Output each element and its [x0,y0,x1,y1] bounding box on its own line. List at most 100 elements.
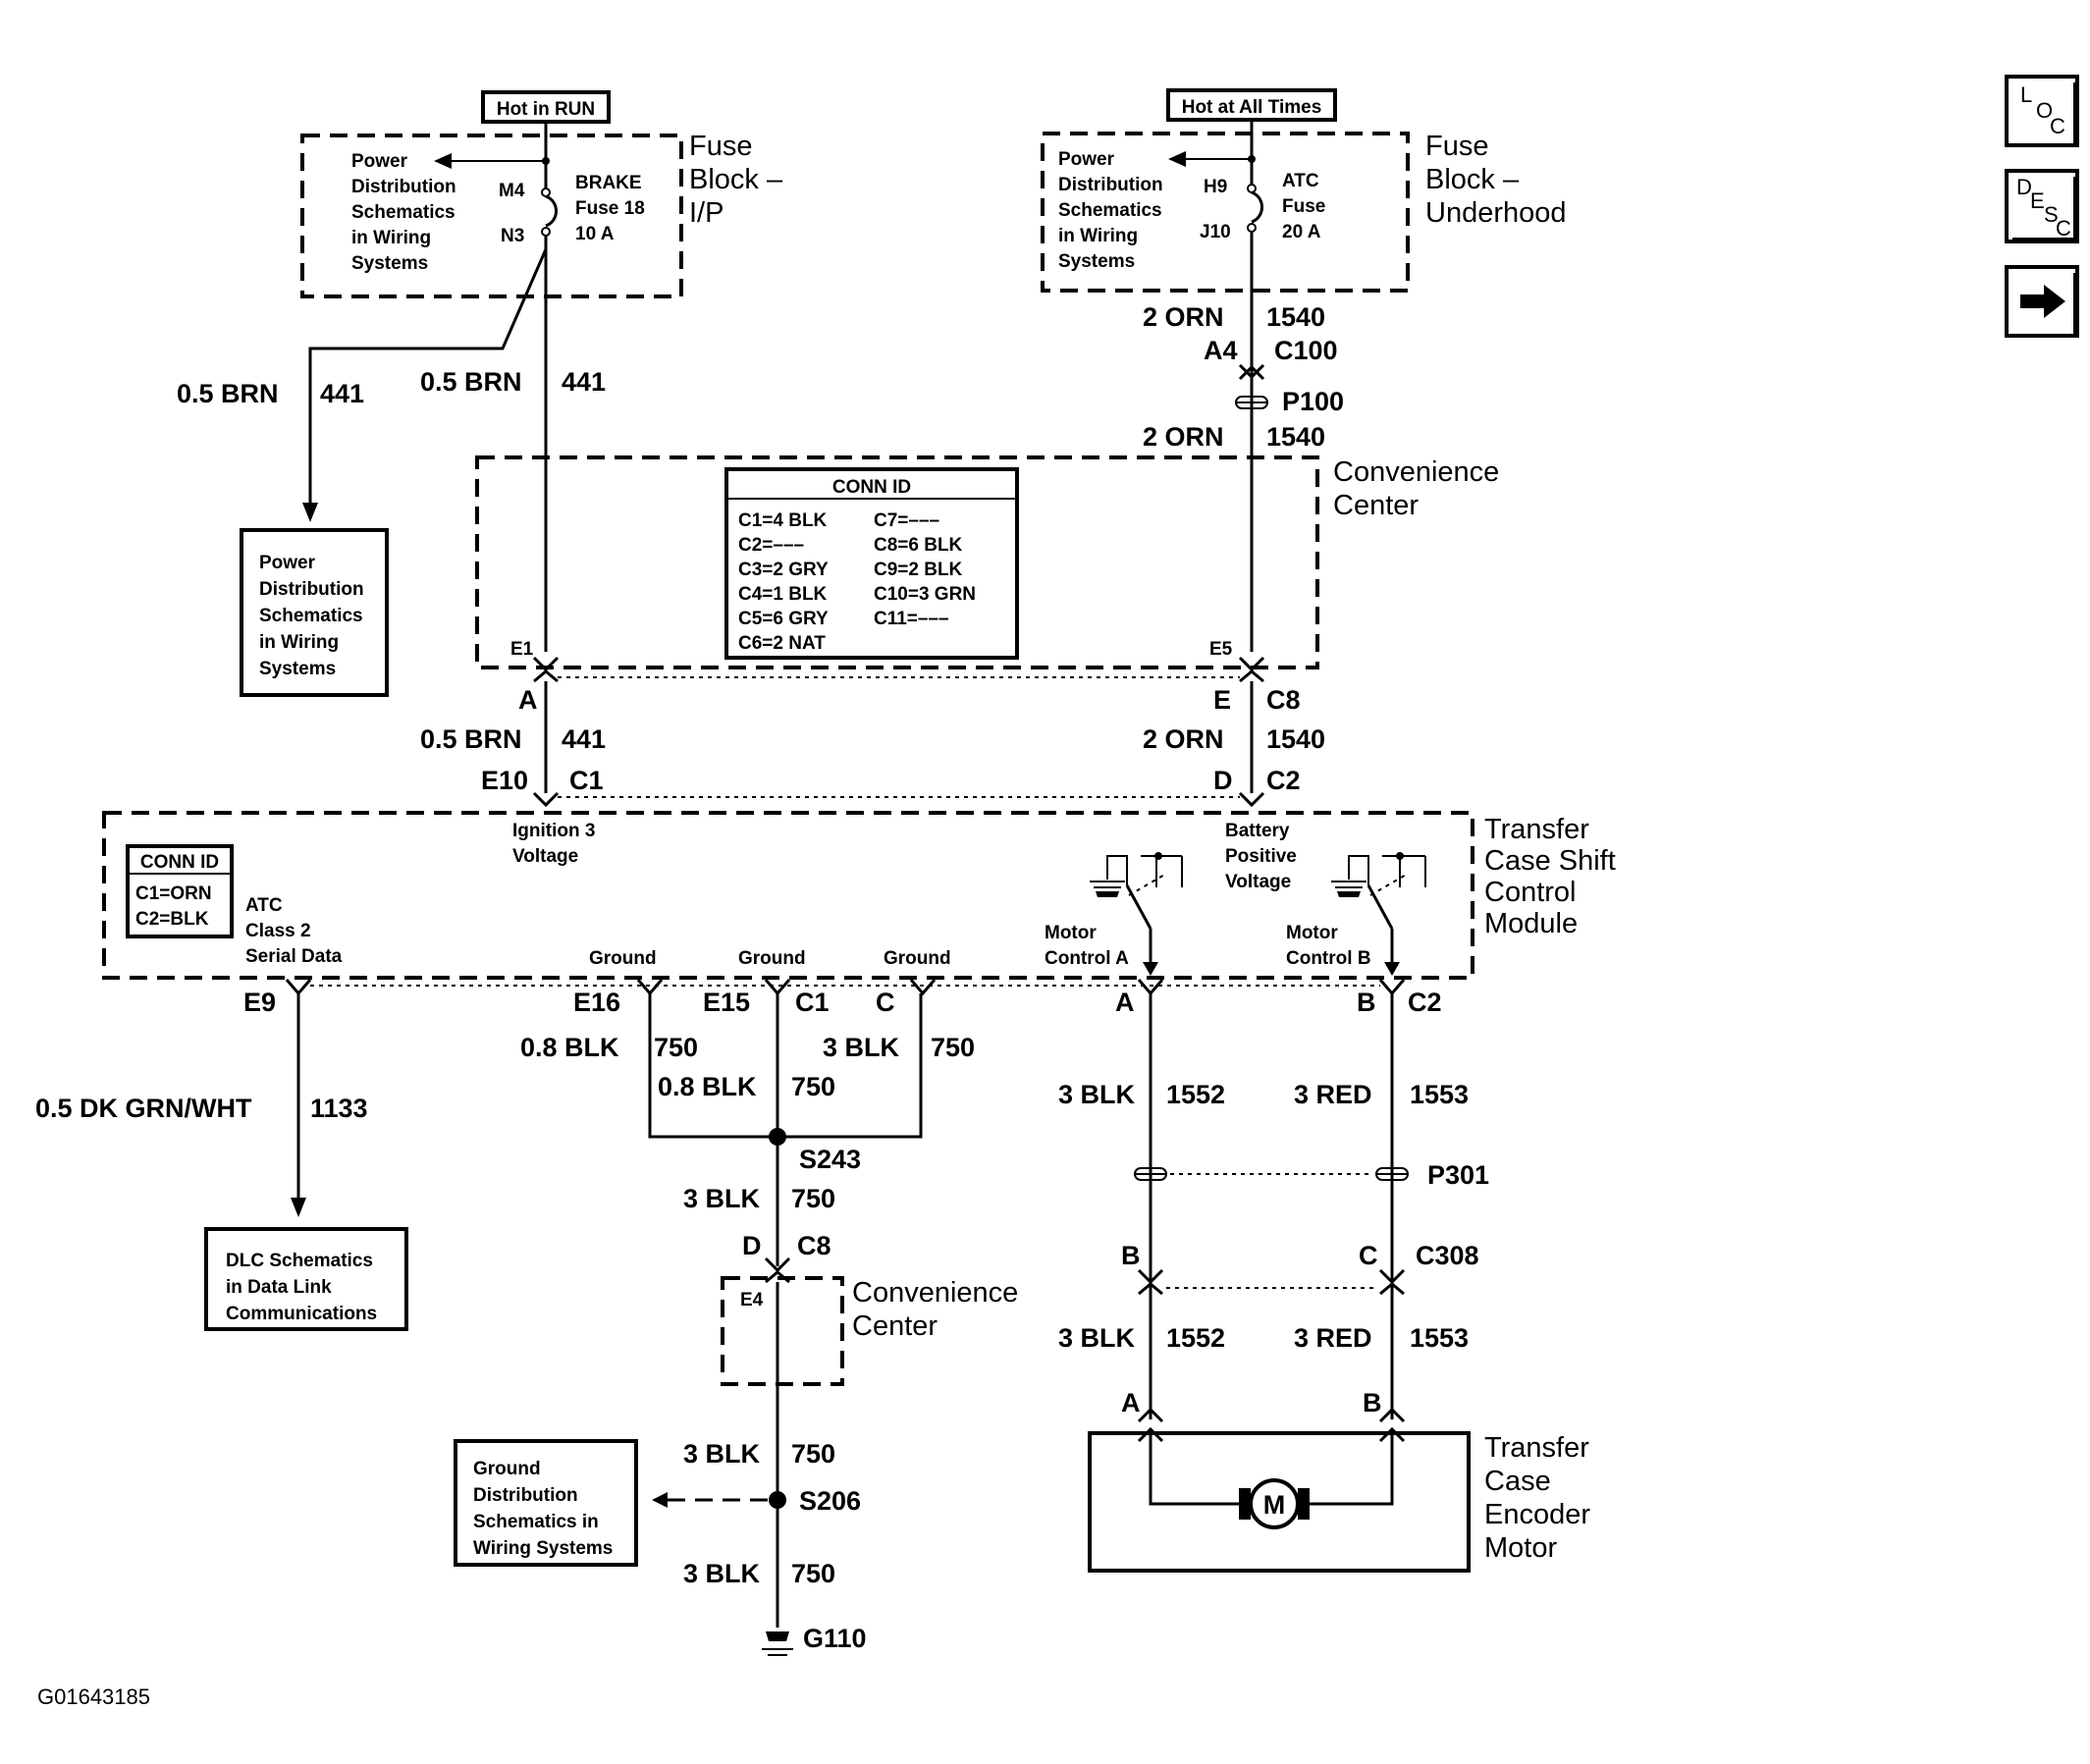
motor-icon: M [1239,1478,1310,1529]
gnd-wire-color-5: 3 BLK [683,1439,761,1469]
svg-text:Control A: Control A [1045,948,1129,969]
figure-id: G01643185 [37,1684,150,1709]
conn-a-encoder: A [1121,1388,1141,1417]
pds-reference-box [240,528,389,697]
conn-c8-bottom: C8 [797,1231,831,1260]
module-conn-c1: C1=ORN [135,883,212,904]
svg-text:C2=–––: C2=––– [738,535,804,556]
svg-text:Serial Data: Serial Data [245,946,343,967]
svg-text:C3=2 GRY: C3=2 GRY [738,560,829,580]
gnd-wire-circuit-3: 750 [931,1033,975,1062]
conn-c2-bottom: C2 [1408,988,1442,1017]
svg-text:C8=6 BLK: C8=6 BLK [874,535,963,556]
splice-s243-label: S243 [799,1145,861,1174]
conn-c1-top: C1 [569,766,604,795]
svg-text:C7=–––: C7=––– [874,510,939,531]
conn-d-bottom: D [742,1231,762,1260]
loc-letter-l: L [2020,82,2032,107]
svg-text:Motor: Motor [1484,1532,1557,1564]
svg-text:Encoder: Encoder [1484,1499,1590,1530]
svg-text:BRAKE: BRAKE [575,173,642,193]
conn-c8-top: C8 [1266,685,1301,715]
svg-text:Communications: Communications [226,1304,377,1324]
pin-e5: E5 [1209,639,1233,660]
conn-b-motor: B [1357,988,1376,1017]
svg-text:Power: Power [351,151,408,172]
pds-reference-text: Power Distribution Schematics in Wiring … [259,553,364,679]
svg-text:Systems: Systems [1058,251,1135,272]
svg-text:C1=4 BLK: C1=4 BLK [738,510,828,531]
conn-e15: E15 [703,988,750,1017]
next-button[interactable] [2005,265,2079,338]
conn-e10: E10 [481,766,528,795]
atc-wire-circuit-1: 1540 [1266,302,1325,332]
batt-wire-circuit: 1540 [1266,724,1325,754]
svg-text:in Wiring: in Wiring [1058,226,1138,246]
conn-id-left-column: C1=4 BLK C2=––– C3=2 GRY C4=1 BLK C5=6 G… [738,510,829,654]
svg-text:Power: Power [1058,149,1115,170]
desc-letter-c: C [2056,216,2071,241]
svg-text:Motor: Motor [1045,923,1097,943]
conn-b-c308: B [1121,1241,1141,1270]
pin-m4: M4 [499,181,525,201]
svg-text:Distribution: Distribution [1058,175,1163,195]
svg-text:Distribution: Distribution [259,579,364,600]
svg-text:Control B: Control B [1286,948,1371,969]
svg-text:in Data Link: in Data Link [226,1277,332,1298]
ground-label-3: Ground [884,948,951,969]
batt-wire-color: 2 ORN [1143,724,1224,754]
ground-g110-icon [762,1631,793,1656]
svg-text:Systems: Systems [351,253,428,274]
gnd-wire-circuit-4: 750 [791,1184,835,1213]
svg-text:Schematics: Schematics [1058,200,1162,221]
conn-a-e1: A [518,685,538,715]
desc-letter-s: S [2044,202,2059,227]
svg-text:Case: Case [1484,1466,1551,1497]
svg-text:C9=2 BLK: C9=2 BLK [874,560,963,580]
svg-text:Control: Control [1484,877,1577,908]
dlc-reference-text: DLC Schematics in Data Link Communicatio… [226,1251,377,1324]
svg-text:in Wiring: in Wiring [259,632,339,653]
conn-id-title: CONN ID [832,477,911,498]
svg-text:Class 2: Class 2 [245,921,311,941]
ground-g110-label: G110 [803,1624,867,1653]
svg-text:Ground: Ground [473,1459,541,1479]
svg-text:Voltage: Voltage [512,846,578,867]
conn-id-table [724,467,1019,660]
ignition-3-voltage-label: Ignition 3 Voltage [512,821,595,867]
convenience-center-top [475,455,1319,669]
ground-distribution-reference-box [454,1439,638,1567]
svg-text:Convenience: Convenience [852,1277,1018,1309]
loc-button[interactable]: L O C [2005,75,2079,147]
pin-j10: J10 [1200,222,1231,242]
gnd-wire-color-1: 0.8 BLK [520,1033,619,1062]
atc-serial-data-label: ATC Class 2 Serial Data [245,895,343,967]
svg-text:Schematics in: Schematics in [473,1512,599,1532]
hot-at-all-times-tag [1166,88,1337,122]
loc-letter-o: O [2036,98,2053,123]
svg-text:Transfer: Transfer [1484,814,1589,845]
gnd-wire-circuit-5: 750 [791,1439,835,1469]
pin-n3: N3 [501,226,524,246]
convenience-center-bottom-label: Convenience Center [852,1277,1018,1342]
conn-e16: E16 [573,988,620,1017]
motor-b-wire-circuit-1: 1553 [1410,1080,1469,1109]
brake-fuse-icon [545,194,558,228]
gnd-wire-circuit-2: 750 [791,1072,835,1101]
motor-b-wire-color-2: 3 RED [1294,1323,1372,1353]
conn-e9: E9 [243,988,276,1017]
gnd-wire-color-3: 3 BLK [823,1033,900,1062]
motor-a-wire-color-2: 3 BLK [1058,1323,1136,1353]
dlc-reference-box [204,1227,408,1331]
conn-p100: P100 [1282,387,1344,416]
branch-wire-circuit: 441 [320,379,364,408]
fuse-block-underhood [1041,132,1410,293]
encoder-motor-label: Transfer Case Encoder Motor [1484,1432,1590,1564]
fuse-block-ip-label: Fuse Block – I/P [689,131,783,229]
svg-text:Transfer: Transfer [1484,1432,1589,1464]
desc-button[interactable]: D E S C [2005,169,2079,243]
svg-text:DLC Schematics: DLC Schematics [226,1251,373,1271]
splice-s243 [769,1128,786,1146]
fuse-block-ip-pds-text: Power Distribution Schematics in Wiring … [351,151,456,274]
branch-wire-color: 0.5 BRN [177,379,279,408]
